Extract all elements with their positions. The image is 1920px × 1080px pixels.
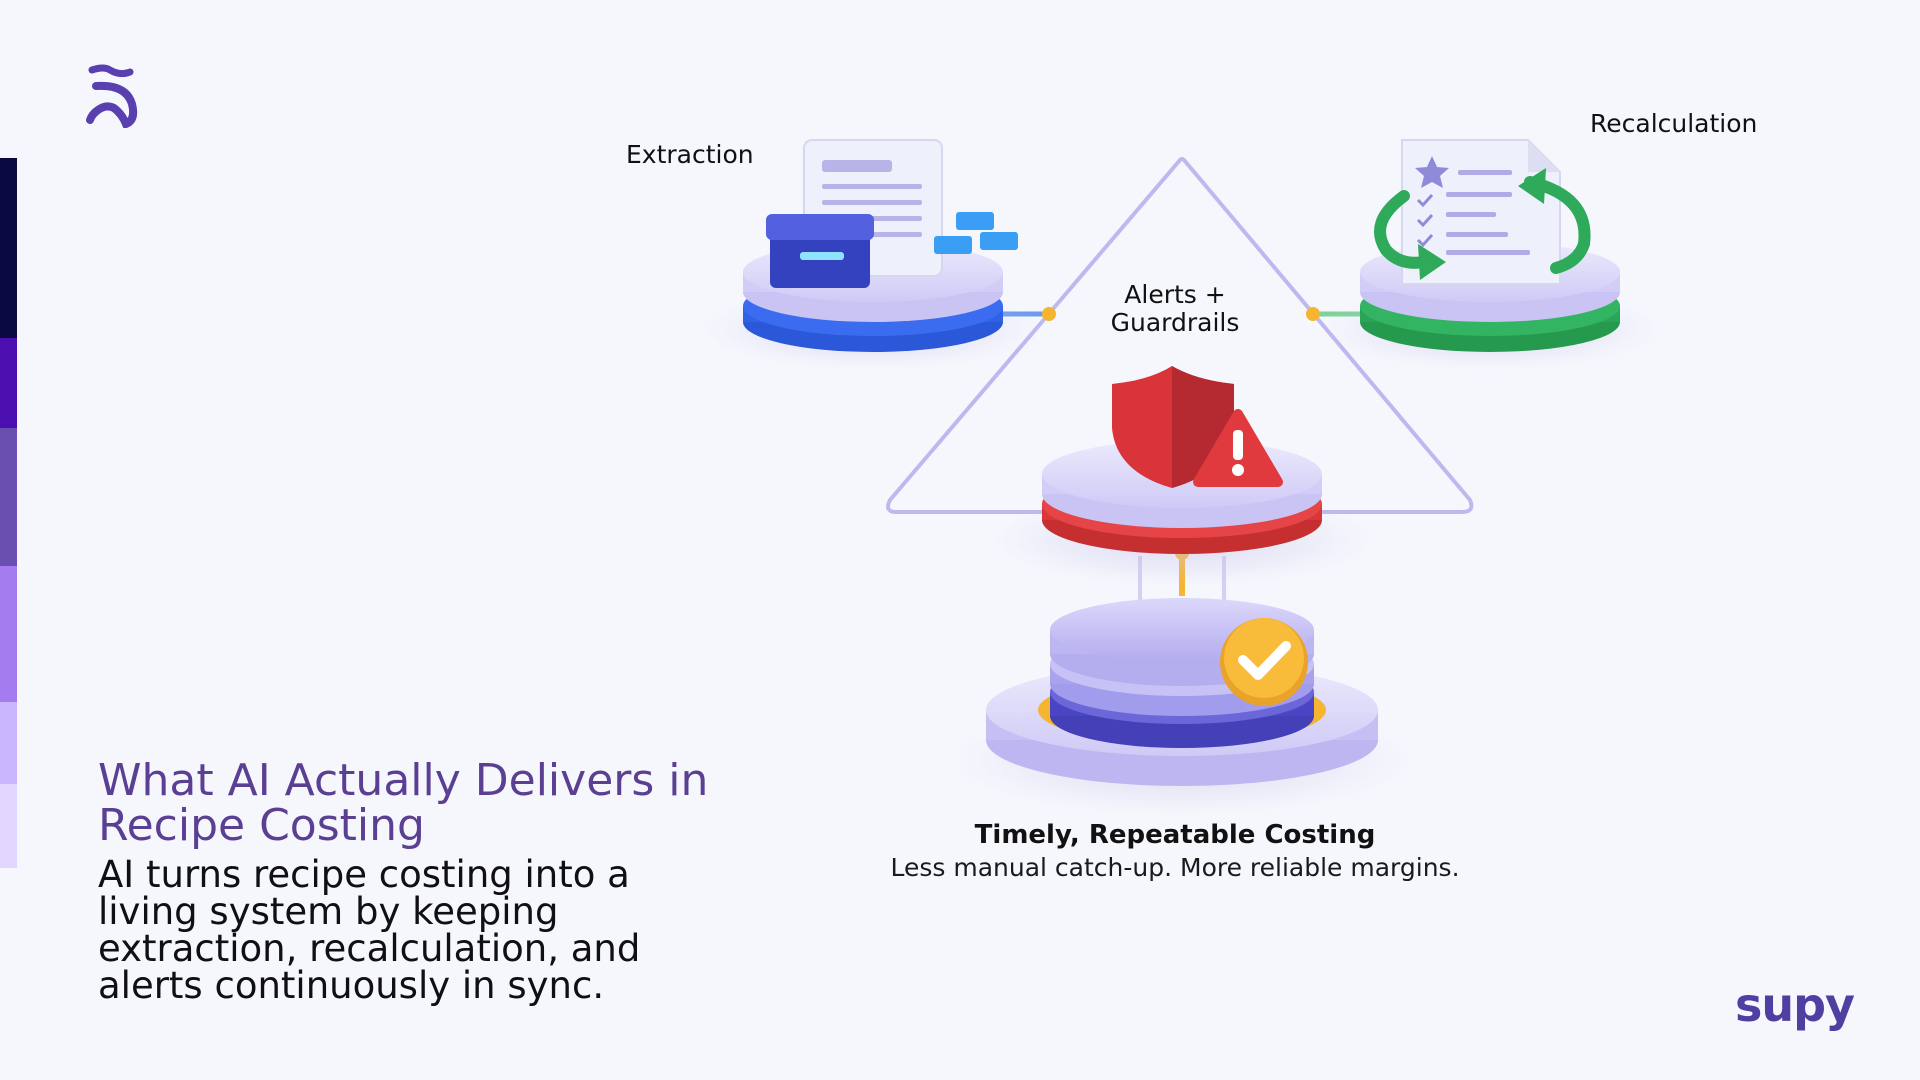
check-badge-icon — [1220, 618, 1308, 706]
outcome-caption: Timely, Repeatable Costing Less manual c… — [760, 818, 1590, 884]
recalculation-label: Recalculation — [1590, 109, 1758, 138]
triangle-frame — [886, 157, 1474, 514]
brand-logo: supy — [1735, 978, 1855, 1032]
stripe-1 — [0, 158, 17, 338]
stripe-5 — [0, 702, 17, 784]
outcome-subtitle: Less manual catch-up. More reliable marg… — [890, 853, 1460, 882]
s-logo-icon — [86, 64, 138, 128]
stripe-2 — [0, 338, 17, 428]
slide-title: What AI Actually Delivers in Recipe Cost… — [98, 755, 709, 851]
accent-stripe-bar — [0, 158, 17, 868]
shield-warning-icon — [1112, 366, 1283, 488]
refresh-checklist-icon — [1374, 139, 1591, 285]
stripe-3 — [0, 428, 17, 566]
slide-body: AI turns recipe costing into a living sy… — [98, 853, 641, 1007]
document-box-icon — [766, 139, 1018, 288]
extraction-label: Extraction — [626, 140, 754, 169]
outcome-title: Timely, Repeatable Costing — [974, 820, 1376, 850]
recalc-connector-dot — [1306, 307, 1320, 321]
alerts-guardrails-label: Alerts + Guardrails — [1110, 280, 1240, 337]
stripe-4 — [0, 566, 17, 702]
stripe-6 — [0, 784, 17, 868]
extraction-connector-dot — [1042, 307, 1056, 321]
